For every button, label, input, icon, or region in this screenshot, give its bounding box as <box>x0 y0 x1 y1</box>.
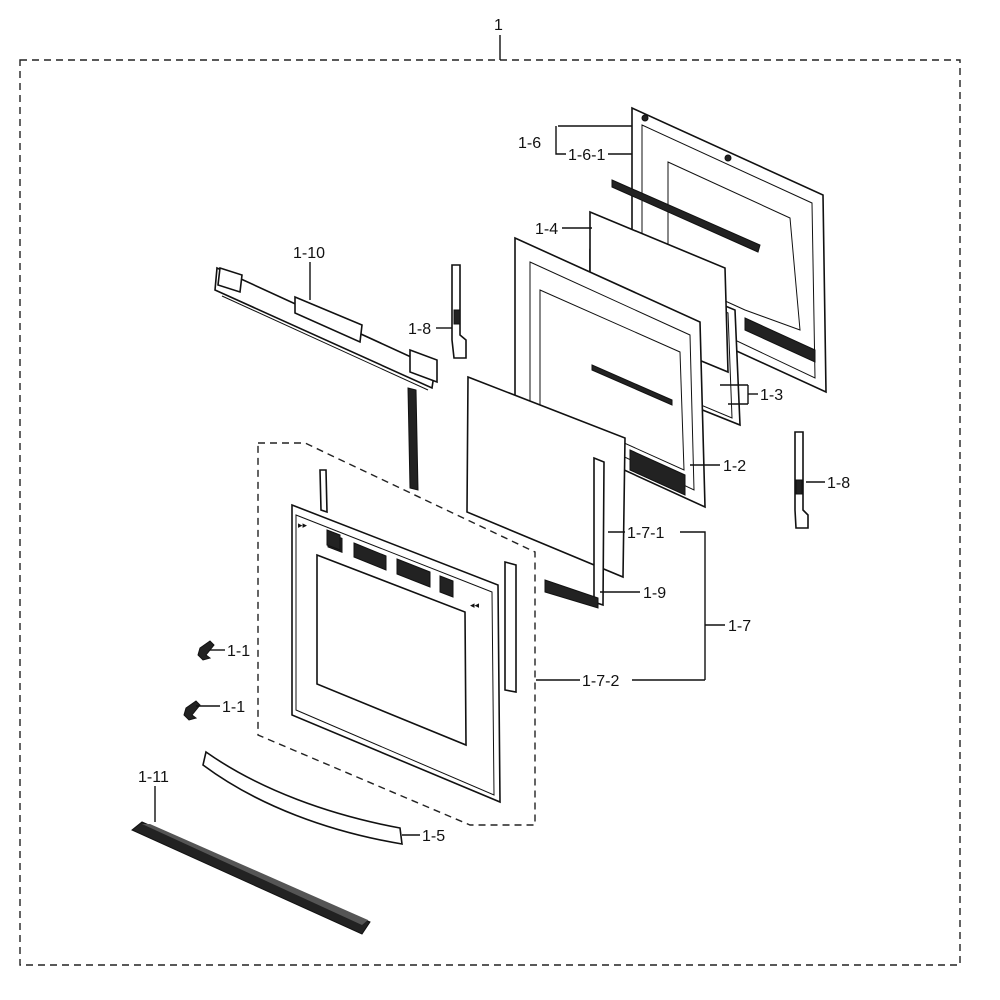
label-1-2: 1-2 <box>723 458 746 475</box>
assembly-boundary <box>19 59 961 966</box>
label-1-1-b: 1-1 <box>222 699 245 716</box>
svg-text:◂◂: ◂◂ <box>470 600 480 610</box>
bottom-trim-part <box>131 821 371 935</box>
hinge-right-part <box>794 431 809 529</box>
side-trim-part <box>544 456 605 609</box>
hinge-left-part <box>451 264 467 359</box>
label-1-8-left: 1-8 <box>408 321 431 338</box>
label-1-4: 1-4 <box>535 221 558 238</box>
label-1-11: 1-11 <box>138 769 169 786</box>
handle-part <box>202 750 403 845</box>
label-1-10: 1-10 <box>293 245 325 262</box>
label-1: 1 <box>494 17 503 34</box>
label-1-9: 1-9 <box>643 585 666 602</box>
label-1-6: 1-6 <box>518 135 541 152</box>
label-1-7-2: 1-7-2 <box>582 673 619 690</box>
top-trim-part <box>214 266 438 491</box>
hinge-cover-b-part <box>183 700 201 721</box>
hinge-cover-a-part <box>197 640 215 661</box>
label-1-1-a: 1-1 <box>227 643 250 660</box>
outer-glass-part <box>466 375 626 579</box>
label-1-3: 1-3 <box>760 387 783 404</box>
label-1-8-right: 1-8 <box>827 475 850 492</box>
label-1-6-1: 1-6-1 <box>568 147 605 164</box>
label-1-7-1: 1-7-1 <box>627 525 664 542</box>
svg-text:▸▸: ▸▸ <box>298 520 308 530</box>
label-1-7: 1-7 <box>728 618 751 635</box>
outer-panel-part: ▸▸ ◂◂ <box>291 469 517 804</box>
label-1-5: 1-5 <box>422 828 445 845</box>
outer-panel-group-boundary <box>257 442 536 826</box>
